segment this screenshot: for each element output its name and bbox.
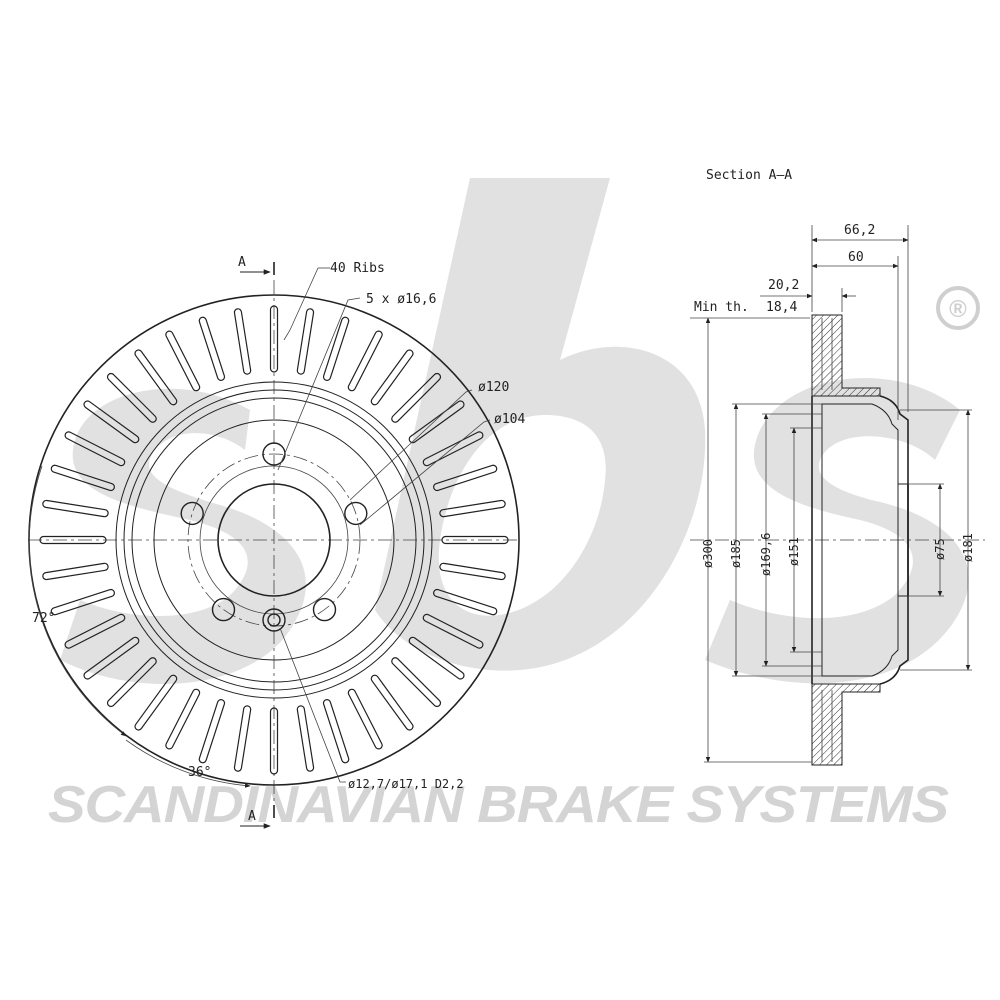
cooling-rib	[42, 562, 109, 581]
inner-rim-outer	[115, 381, 433, 699]
bolt-hole	[180, 501, 204, 526]
cooling-rib	[433, 588, 498, 616]
cooling-rib	[296, 705, 315, 772]
cooling-rib	[134, 349, 178, 406]
cooling-rib	[198, 699, 226, 764]
center-bore	[217, 483, 331, 597]
cooling-rib	[422, 431, 484, 467]
cooling-rib	[50, 588, 115, 616]
bolt-hole	[211, 597, 236, 622]
inner-rim-inner	[131, 397, 417, 683]
dim-diameter-300: ø300	[701, 539, 715, 568]
min-thickness-label: Min th.	[694, 300, 749, 315]
dim-diameter-169: ø169,6	[759, 533, 773, 576]
section-title: Section A–A	[706, 168, 792, 183]
cooling-rib	[165, 688, 201, 750]
cooling-rib	[347, 330, 383, 392]
cooling-rib	[433, 464, 498, 492]
cooling-rib	[370, 674, 414, 731]
cooling-rib	[408, 636, 465, 680]
cooling-rib	[347, 688, 383, 750]
angle-72-label: 72°	[32, 611, 55, 626]
cooling-rib	[322, 316, 350, 381]
threaded-hole-outer	[262, 608, 286, 632]
disc-front-view: A A 40 Ribs 5 x ø16,6 ø120 ø104 72° 36° …	[28, 255, 525, 829]
inner-rim-mid	[123, 389, 425, 691]
cooling-rib	[391, 657, 442, 708]
dim-diameter-75: ø75	[933, 538, 947, 560]
cooling-rib	[198, 316, 226, 381]
registered-mark: ®	[936, 286, 980, 330]
horizontal-dims	[690, 225, 909, 420]
cooling-rib	[83, 400, 140, 444]
section-marker-bottom-label: A	[248, 809, 256, 824]
cooling-rib	[106, 657, 157, 708]
cooling-rib	[422, 613, 484, 649]
cooling-ribs	[39, 305, 509, 775]
dim-height: 60	[848, 250, 864, 265]
cooling-rib	[233, 308, 252, 375]
bolt-hole	[344, 501, 368, 526]
dim-diameter-151: ø151	[787, 537, 801, 566]
cooling-rib	[39, 535, 107, 545]
diameter-120-label: ø120	[478, 380, 509, 395]
sbs-logo	[60, 178, 969, 684]
cooling-rib	[439, 499, 506, 518]
hat-edge	[153, 419, 395, 661]
front-leaders	[28, 267, 491, 788]
dim-overall: 66,2	[844, 223, 875, 238]
cooling-rib	[42, 499, 109, 518]
bolt-spec-label: ø12,7/ø17,1 D2,2	[348, 777, 464, 791]
dim-thickness: 20,2	[768, 278, 799, 293]
cooling-rib	[233, 705, 252, 772]
cooling-rib	[134, 674, 178, 731]
dim-diameter-181: ø181	[961, 533, 975, 562]
cooling-rib	[83, 636, 140, 680]
registered-symbol: ®	[949, 296, 967, 323]
tagline-text: SCANDINAVIAN BRAKE SYSTEMS	[48, 776, 949, 834]
cooling-rib	[441, 535, 509, 545]
section-marker-top: A	[238, 255, 275, 275]
sbs-watermark: ® SCANDINAVIAN BRAKE SYSTEMS	[48, 178, 980, 834]
dim-diameter-185: ø185	[729, 539, 743, 568]
threaded-hole-inner	[267, 613, 281, 627]
ribs-label: 40 Ribs	[330, 261, 385, 276]
angle-36-label: 36°	[188, 765, 211, 780]
cooling-rib	[165, 330, 201, 392]
section-marker-bottom: A	[240, 805, 275, 829]
cooling-rib	[439, 562, 506, 581]
vertical-dims	[704, 317, 972, 763]
cooling-rib	[50, 464, 115, 492]
hat-inner	[821, 403, 899, 677]
cooling-rib	[370, 349, 414, 406]
diameter-104-label: ø104	[494, 412, 525, 427]
cooling-rib	[106, 372, 157, 423]
cooling-rib	[391, 372, 442, 423]
holes-label: 5 x ø16,6	[366, 292, 436, 307]
section-marker-top-label: A	[238, 255, 246, 270]
cooling-rib	[322, 699, 350, 764]
cooling-rib	[64, 613, 126, 649]
min-thickness-value: 18,4	[766, 300, 797, 315]
cooling-rib	[269, 305, 279, 373]
cooling-rib	[269, 707, 279, 775]
cooling-rib	[296, 308, 315, 375]
bolt-hole	[312, 597, 337, 622]
cooling-rib	[408, 400, 465, 444]
disc-section-view: Section A–A 66,2 60	[690, 168, 985, 766]
cooling-rib	[64, 431, 126, 467]
